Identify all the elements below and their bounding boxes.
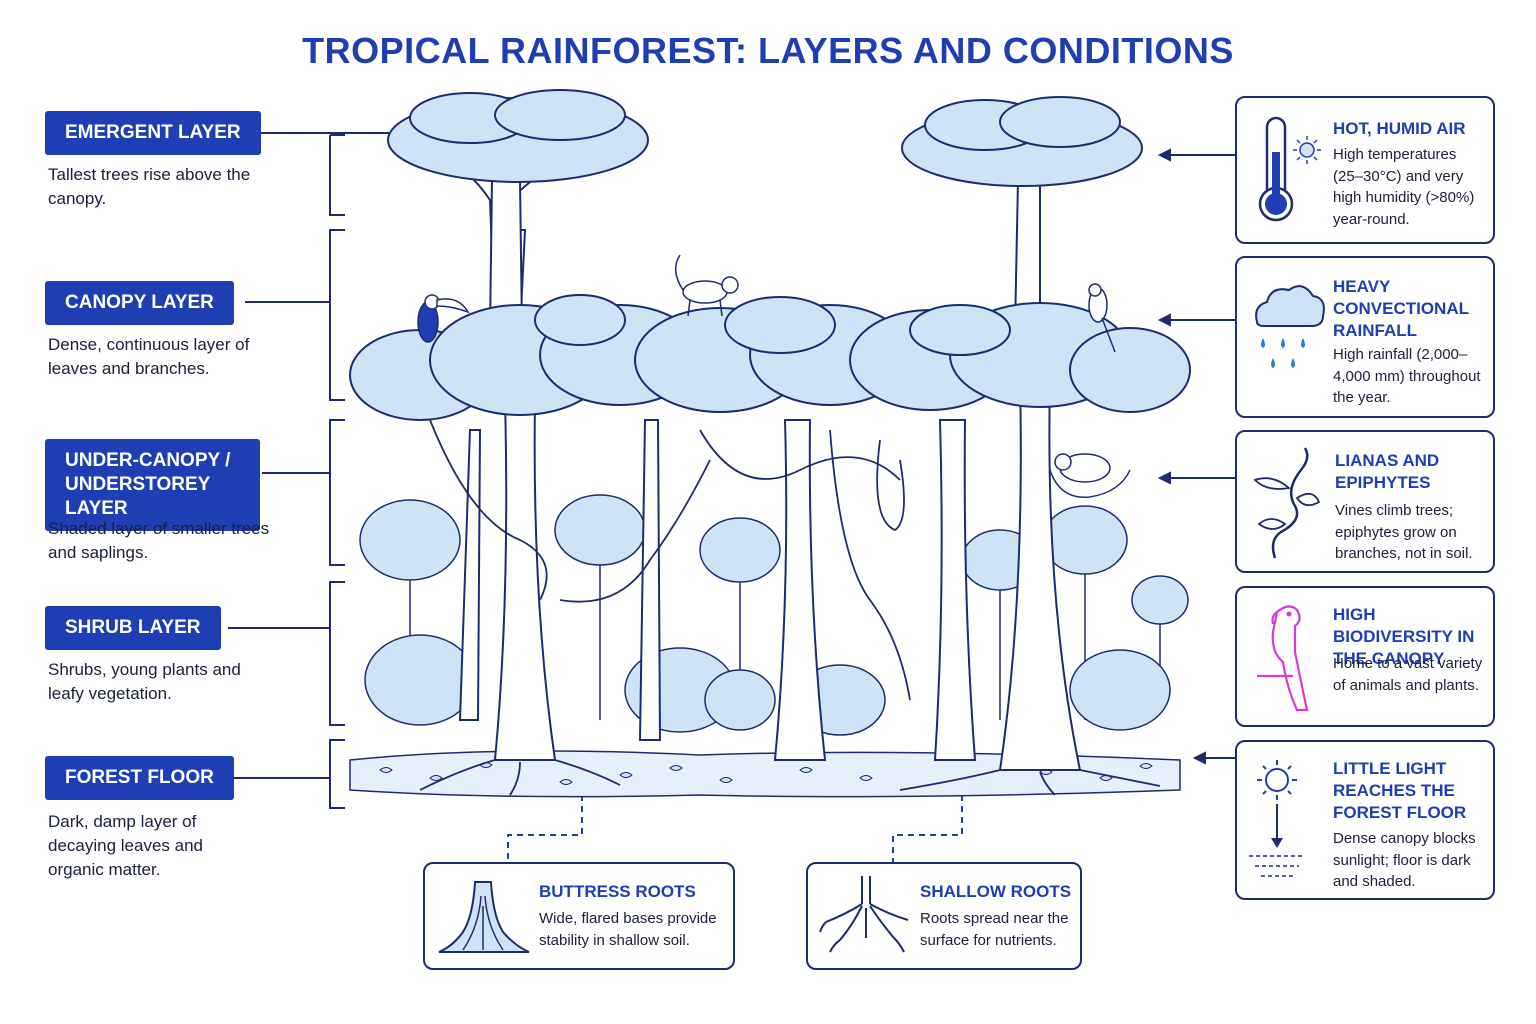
condition-desc-lianas: Vines climb trees; epiphytes grow on bra…	[1335, 502, 1473, 562]
layer-desc-emergent: Tallest trees rise above the canopy.	[48, 165, 251, 208]
condition-arrows	[1157, 148, 1235, 765]
layer-desc-canopy: Dense, continuous layer of leaves and br…	[48, 335, 250, 378]
condition-desc-little-light: Dense canopy blocks sunlight; floor is d…	[1333, 830, 1476, 890]
condition-card-lianas: LIANAS AND EPIPHYTES Vines climb trees; …	[1235, 430, 1495, 573]
layer-label-shrub: SHRUB LAYER	[45, 606, 221, 650]
parrot-icon	[1257, 605, 1309, 712]
toucan-icon	[417, 294, 470, 343]
condition-card-hot-humid: HOT, HUMID AIR High temperatures (25–30°…	[1235, 96, 1495, 244]
condition-title-biodiversity: HIGH BIODIVERSITY IN THE CANOPY	[1333, 605, 1475, 668]
monkey-icon	[674, 254, 739, 317]
layer-bracket-lines	[228, 132, 390, 809]
condition-card-rainfall: HEAVY CONVECTIONAL RAINFALL High rainfal…	[1235, 256, 1495, 418]
root-card-buttress: BUTTRESS ROOTS Wide, flared bases provid…	[423, 862, 735, 970]
layer-label-understorey: UNDER-CANOPY / UNDERSTOREY LAYER	[45, 439, 260, 531]
thermometer-sun-icon	[1258, 116, 1321, 222]
condition-card-little-light: LITTLE LIGHT REACHES THE FOREST FLOOR De…	[1235, 740, 1495, 900]
layer-desc-shrub: Shrubs, young plants and leafy vegetatio…	[48, 660, 241, 703]
liana-vines	[429, 419, 911, 701]
condition-desc-rainfall: High rainfall (2,000–4,000 mm) throughou…	[1333, 346, 1481, 406]
forest-floor-ground	[349, 750, 1181, 798]
tree-roots	[419, 759, 1161, 796]
root-callout-lines	[507, 795, 963, 862]
rain-cloud-icon	[1255, 285, 1325, 368]
condition-desc-hot-humid: High temperatures (25–30°C) and very hig…	[1333, 146, 1475, 228]
condition-title-lianas: LIANAS AND EPIPHYTES	[1335, 451, 1440, 492]
root-card-shallow: SHALLOW ROOTS Roots spread near the surf…	[806, 862, 1082, 970]
condition-title-hot-humid: HOT, HUMID AIR	[1333, 119, 1466, 138]
layer-label-forest-floor: FOREST FLOOR	[45, 756, 234, 800]
root-title-shallow: SHALLOW ROOTS	[920, 882, 1072, 901]
vine-icon	[1253, 447, 1321, 559]
layer-desc-forest-floor: Dark, damp layer of decaying leaves and …	[48, 812, 204, 879]
sun-arrow-icon	[1249, 760, 1305, 877]
layer-label-canopy: CANOPY LAYER	[45, 281, 234, 325]
root-desc-buttress: Wide, flared bases provide stability in …	[539, 910, 717, 949]
parrot-canopy-icon	[1088, 283, 1116, 353]
shallow-root-icon	[819, 876, 909, 953]
emergent-trees	[387, 89, 1143, 331]
buttress-root-icon	[438, 881, 530, 953]
condition-title-little-light: LITTLE LIGHT REACHES THE FOREST FLOOR	[1333, 759, 1467, 822]
page-title: TROPICAL RAINFOREST: LAYERS AND CONDITIO…	[302, 30, 1234, 71]
root-desc-shallow: Roots spread near the surface for nutrie…	[920, 910, 1069, 949]
root-title-buttress: BUTTRESS ROOTS	[539, 882, 696, 901]
canopy-foliage	[349, 294, 1191, 421]
condition-desc-biodiversity: Home to a vast variety of animals and pl…	[1333, 655, 1483, 694]
sloth-icon	[1049, 453, 1131, 498]
layer-desc-understorey: Shaded layer of smaller trees and saplin…	[48, 519, 270, 562]
canopy-tree-trunks	[458, 379, 1082, 771]
layer-label-emergent: EMERGENT LAYER	[45, 111, 261, 155]
condition-title-rainfall: HEAVY CONVECTIONAL RAINFALL	[1333, 277, 1469, 340]
condition-card-biodiversity: HIGH BIODIVERSITY IN THE CANOPY Home to …	[1235, 586, 1495, 727]
